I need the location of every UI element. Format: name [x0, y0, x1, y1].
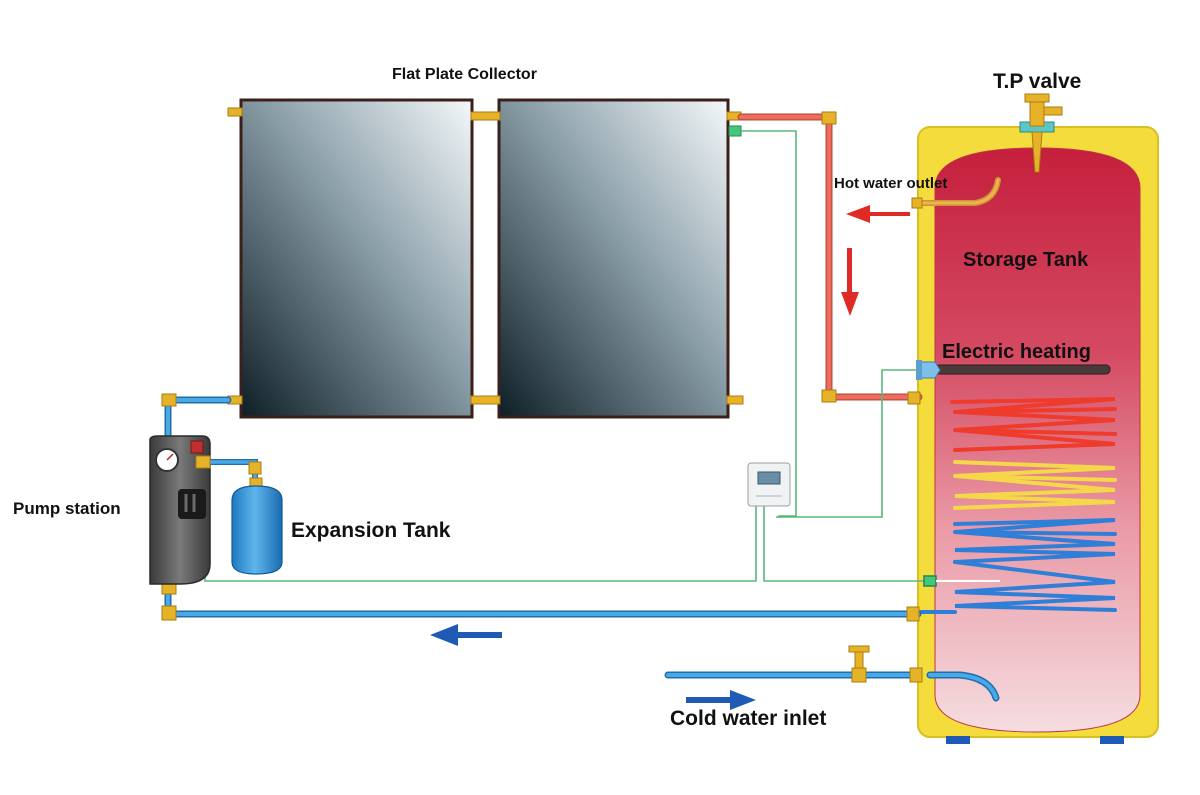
arrow-return-left [430, 624, 502, 646]
hot-water-outlet-pipe [911, 177, 1001, 209]
flat-plate-collector-label: Flat Plate Collector [392, 66, 537, 83]
arrow-cold-right [686, 690, 756, 710]
flat-plate-collector [227, 98, 744, 419]
collector-panel-1 [239, 98, 474, 419]
tp-valve-icon [1019, 93, 1063, 173]
tp-valve-label: T.P valve [993, 70, 1082, 93]
cold-supply-pipe [161, 393, 232, 444]
cold-return-pipe [161, 582, 922, 622]
hot-water-outlet-label: Hot water outlet [834, 175, 948, 192]
arrow-hot-down [841, 248, 859, 316]
expansion-tank-label: Expansion Tank [291, 519, 451, 542]
controller-icon [747, 462, 791, 507]
tank-inner [934, 147, 1141, 733]
electric-heating-label: Electric heating [942, 341, 1091, 363]
cold-water-inlet-pipe [664, 645, 1000, 702]
expansion-tank-icon [231, 477, 283, 575]
tank-foot-right [1100, 736, 1124, 744]
arrow-hot-left [846, 205, 910, 223]
hot-pipe [737, 111, 923, 405]
pump-station-label: Pump station [13, 499, 121, 518]
heat-exchanger-coil [916, 397, 1117, 614]
storage-tank-label: Storage Tank [963, 249, 1089, 271]
electric-heating-element [916, 360, 1111, 380]
tank-foot-left [946, 736, 970, 744]
pump-station-icon [149, 435, 262, 585]
cold-water-inlet-label: Cold water inlet [670, 707, 827, 730]
flow-arrows [430, 205, 910, 710]
collector-panel-2 [497, 98, 730, 419]
